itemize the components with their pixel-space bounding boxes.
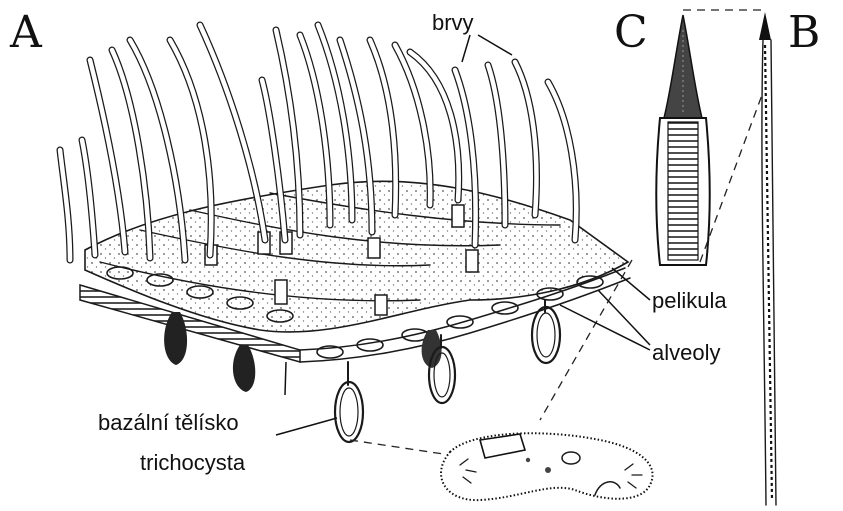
trichocyst-sac <box>233 345 255 392</box>
trichocyst-tip-detail <box>656 15 710 265</box>
label-pellicle: pelikula <box>652 288 727 313</box>
whole-cell-sketch <box>441 433 653 500</box>
discharged-trichocyst <box>759 12 776 505</box>
label-trichocyst: trichocysta <box>140 450 246 475</box>
panel-label-b: B <box>788 7 820 58</box>
label-alveoli: alveoly <box>652 340 720 365</box>
label-cilia: brvy <box>432 10 474 35</box>
panel-label-a: A <box>9 7 43 58</box>
label-basal-body: bazální tělísko <box>98 410 239 435</box>
panel-label-c: C <box>614 7 648 58</box>
cortex-block <box>60 25 630 442</box>
